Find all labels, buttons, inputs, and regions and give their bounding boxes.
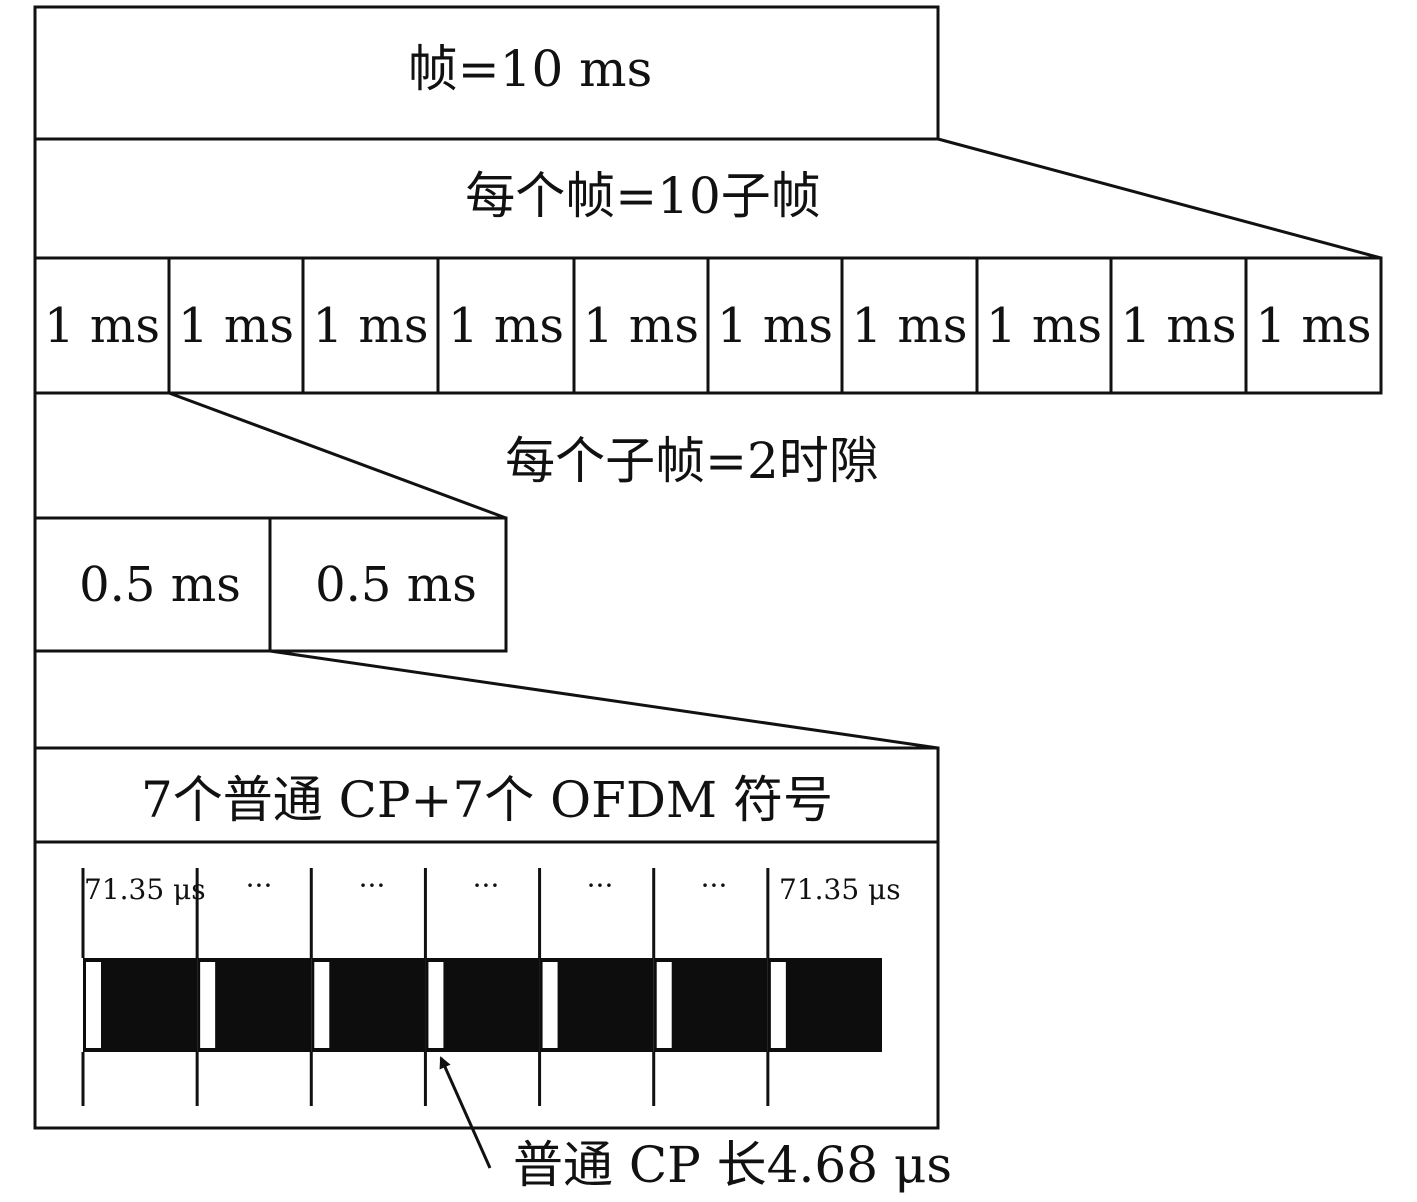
frame-to-subframe-connector: [937, 137, 1382, 260]
symbol-box: [33, 746, 940, 1130]
slot-to-symbol-connector: [269, 649, 939, 750]
ellipsis-2: ···: [359, 869, 386, 902]
ofdm-symbol: [767, 958, 882, 1052]
cyclic-prefix: [200, 962, 216, 1048]
frame-box: [33, 5, 940, 141]
subframe-labels: 1 ms 1 ms 1 ms 1 ms 1 ms 1 ms 1 ms 1 ms 1 ms 1 ms: [44, 298, 1371, 354]
cyclic-prefix: [314, 962, 330, 1048]
cyclic-prefix: [86, 962, 101, 1048]
subframe-label: 1 ms: [717, 298, 833, 354]
cp-arrow: [439, 1056, 492, 1169]
cp-length-label: 普通 CP 长4.68 μs: [513, 1136, 952, 1194]
ofdm-symbol-strip: [83, 958, 882, 1052]
subframe-label: 1 ms: [583, 298, 699, 354]
first-symbol-duration: 71.35 μs: [84, 873, 206, 906]
last-symbol-duration: 71.35 μs: [779, 873, 901, 906]
subframe-label: 1 ms: [44, 298, 160, 354]
ofdm-symbol: [311, 958, 426, 1052]
ofdm-symbol: [83, 958, 198, 1052]
cyclic-prefix: [428, 962, 444, 1048]
cyclic-prefix: [656, 962, 672, 1048]
subframe-section-label: 每个帧=10子帧: [465, 167, 821, 225]
subframe-label: 1 ms: [313, 298, 429, 354]
subframe-label: 1 ms: [178, 298, 294, 354]
cyclic-prefix: [542, 962, 558, 1048]
cyclic-prefix: [770, 962, 786, 1048]
subframe-to-slot-connector: [168, 391, 507, 520]
subframe-label: 1 ms: [1121, 298, 1237, 354]
ellipsis-1: ···: [246, 869, 273, 902]
ellipsis-5: ···: [701, 869, 728, 902]
ofdm-symbol: [653, 958, 768, 1052]
subframe-separators: [167, 258, 1248, 393]
ofdm-symbol: [425, 958, 540, 1052]
ofdm-symbol: [539, 958, 654, 1052]
ellipsis-4: ···: [587, 869, 614, 902]
subframe-label: 1 ms: [1256, 298, 1372, 354]
ellipsis-3: ···: [473, 869, 500, 902]
slot-label-2: 0.5 ms: [315, 557, 477, 613]
slot-label-1: 0.5 ms: [79, 557, 241, 613]
slot-section-label: 每个子帧=2时隙: [505, 432, 879, 490]
frame-label: 帧=10 ms: [408, 40, 652, 98]
subframe-label: 1 ms: [986, 298, 1102, 354]
subframe-label: 1 ms: [448, 298, 564, 354]
ofdm-symbol: [197, 958, 312, 1052]
symbol-section-label: 7个普通 CP+7个 OFDM 符号: [141, 771, 833, 829]
subframe-label: 1 ms: [852, 298, 968, 354]
symbol-tick-lines: [81, 868, 770, 1106]
